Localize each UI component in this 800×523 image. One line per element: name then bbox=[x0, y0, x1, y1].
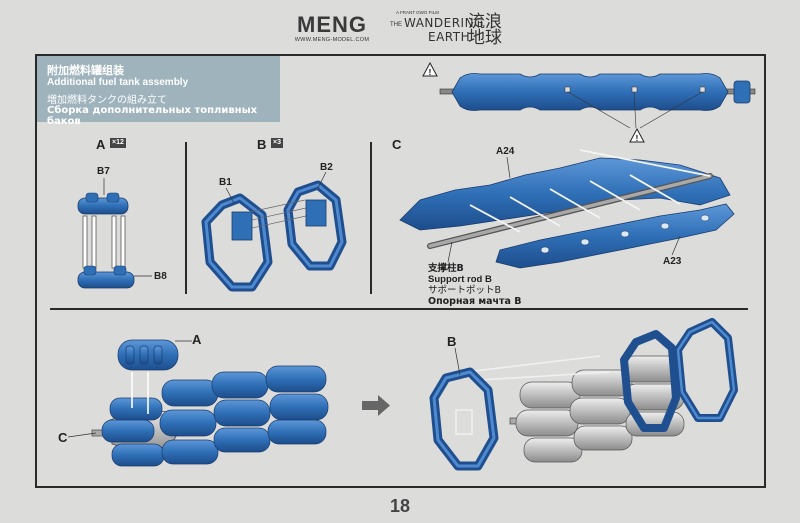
film-credit: A FRANT GWO FILM bbox=[396, 10, 439, 15]
warning-triangle-icon: ! bbox=[629, 127, 645, 143]
wandering-earth-logo: A FRANT GWO FILM THE WANDERING EARTH 流浪地… bbox=[388, 10, 508, 48]
part-label-b7: B7 bbox=[97, 166, 110, 177]
arrow-right-icon bbox=[362, 395, 390, 416]
meng-logo: MENG WWW.MENG-MODEL.COM bbox=[288, 12, 376, 46]
film-title-line2: EARTH bbox=[428, 30, 471, 44]
svg-text:!: ! bbox=[636, 134, 639, 143]
title-chinese: 附加燃料罐组装 bbox=[47, 64, 124, 77]
step-b-qty-badge: ×3 bbox=[271, 138, 283, 148]
page-number: 18 bbox=[389, 496, 411, 516]
final-label-c: C bbox=[58, 430, 68, 445]
part-label-b1: B1 bbox=[219, 177, 232, 188]
warning-triangle-icon: ! bbox=[422, 61, 438, 77]
title-russian: Сборка дополнительных топливных баков bbox=[47, 105, 258, 127]
part-b1-frame bbox=[201, 193, 273, 292]
brand-wordmark: MENG bbox=[297, 12, 367, 37]
assembly-arrows-a bbox=[82, 215, 126, 269]
rod-label-english: Support rod B bbox=[428, 274, 492, 285]
divider-vertical-1 bbox=[185, 142, 187, 294]
part-label-b2: B2 bbox=[320, 162, 333, 173]
rod-label-russian: Опорная мачта B bbox=[428, 296, 522, 307]
rod-label-chinese: 支撑柱B bbox=[428, 263, 464, 274]
overview-tank bbox=[439, 73, 756, 129]
title-japanese: 増加燃料タンクの組み立て bbox=[47, 95, 167, 106]
step-a-qty-badge: ×12 bbox=[110, 138, 126, 148]
step-b-label: B bbox=[257, 137, 267, 152]
final-assembly-right bbox=[465, 318, 738, 463]
film-title-line1: WANDERING bbox=[404, 16, 484, 30]
brand-url: WWW.MENG-MODEL.COM bbox=[294, 37, 370, 43]
leader-a23 bbox=[671, 235, 681, 256]
divider-vertical-2 bbox=[370, 142, 372, 294]
rod-label-japanese: サポートポットB bbox=[428, 285, 502, 296]
film-the: THE bbox=[390, 22, 402, 28]
part-label-a23: A23 bbox=[663, 256, 682, 267]
assembly-arrows-b bbox=[249, 199, 307, 229]
final-assembly-left bbox=[91, 339, 329, 467]
leader-a24 bbox=[506, 156, 511, 179]
part-label-b8: B8 bbox=[154, 271, 167, 282]
part-b7 bbox=[77, 192, 129, 215]
final-label-b: B bbox=[447, 334, 457, 349]
step-a-label: A bbox=[96, 137, 106, 152]
svg-text:!: ! bbox=[429, 68, 432, 77]
part-label-a24: A24 bbox=[496, 146, 515, 157]
part-a23-half bbox=[495, 203, 735, 269]
step-c-label: C bbox=[392, 137, 402, 152]
part-b2-frame bbox=[283, 180, 347, 271]
part-b8 bbox=[77, 265, 135, 289]
support-rod-b bbox=[427, 173, 713, 249]
leader-final-b bbox=[454, 347, 461, 376]
final-label-a: A bbox=[192, 332, 202, 347]
leader-rod bbox=[447, 241, 453, 263]
leader-b2 bbox=[317, 171, 327, 189]
leader-final-c bbox=[67, 432, 97, 438]
support-rod-label: 支撑柱B Support rod B サポートポットB Опорная мачт… bbox=[428, 263, 522, 307]
step-title-box: 附加燃料罐组装 Additional fuel tank assembly 増加… bbox=[37, 56, 280, 127]
divider-horizontal bbox=[50, 308, 748, 310]
film-title-chinese: 流浪地球 bbox=[468, 12, 502, 48]
leader-b1 bbox=[225, 187, 235, 204]
assembly-arrows-c bbox=[469, 149, 711, 233]
final-frame-b bbox=[429, 367, 499, 471]
title-english: Additional fuel tank assembly bbox=[47, 77, 189, 88]
